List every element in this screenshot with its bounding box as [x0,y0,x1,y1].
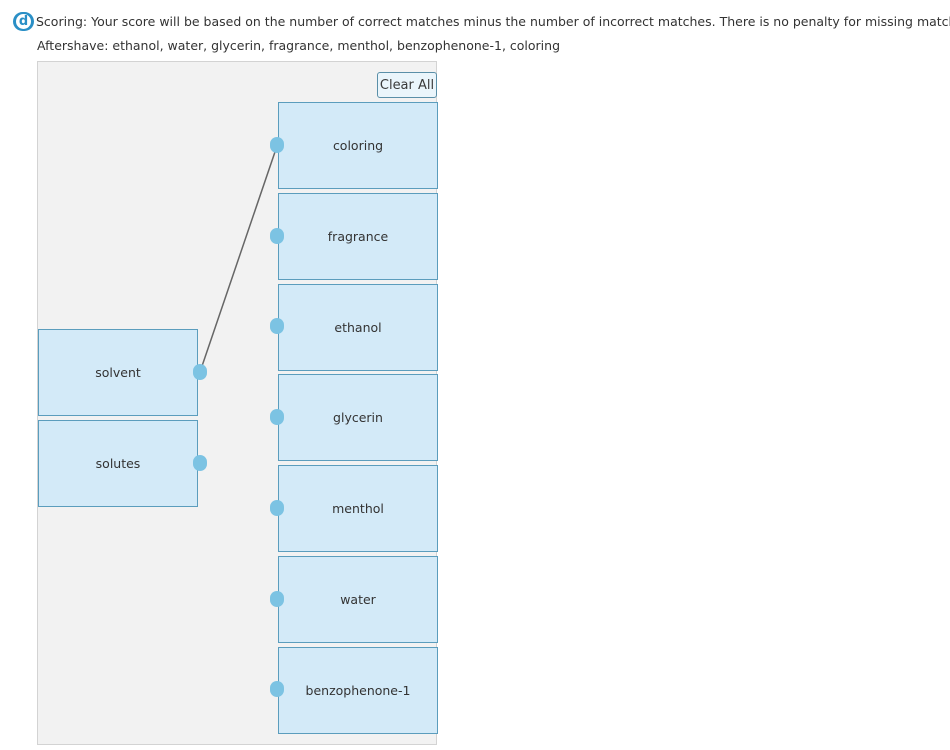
coloring-connector-handle[interactable] [270,137,284,153]
badge-letter: d [16,14,31,29]
benzophenone-1-connector-handle[interactable] [270,681,284,697]
part-d-badge-icon: d [13,12,34,31]
menthol-connector-handle[interactable] [270,500,284,516]
right-item-label: water [340,592,376,607]
right-item-label: coloring [332,138,384,153]
left-item-label: solvent [95,365,141,380]
scoring-instructions: Scoring: Your score will be based on the… [36,14,950,29]
right-item-label: fragrance [327,229,389,244]
ethanol-connector-handle[interactable] [270,318,284,334]
left-item-solutes[interactable]: solutes [38,420,198,507]
glycerin-connector-handle[interactable] [270,409,284,425]
left-item-solvent[interactable]: solvent [38,329,198,416]
right-item-label: menthol [332,501,384,516]
right-item-coloring[interactable]: coloring [278,102,438,189]
fragrance-connector-handle[interactable] [270,228,284,244]
right-item-water[interactable]: water [278,556,438,643]
right-item-benzophenone-1[interactable]: benzophenone-1 [278,647,438,734]
right-item-menthol[interactable]: menthol [278,465,438,552]
right-item-label: benzophenone-1 [305,683,411,698]
right-item-label: glycerin [333,410,383,425]
right-item-glycerin[interactable]: glycerin [278,374,438,461]
clear-all-button[interactable]: Clear All [377,72,437,98]
left-item-label: solutes [95,456,141,471]
right-item-label: ethanol [334,320,382,335]
right-item-fragrance[interactable]: fragrance [278,193,438,280]
aftershave-ingredients: Aftershave: ethanol, water, glycerin, fr… [37,38,561,53]
solutes-connector-handle[interactable] [193,455,207,471]
water-connector-handle[interactable] [270,591,284,607]
right-item-ethanol[interactable]: ethanol [278,284,438,371]
solvent-connector-handle[interactable] [193,364,207,380]
